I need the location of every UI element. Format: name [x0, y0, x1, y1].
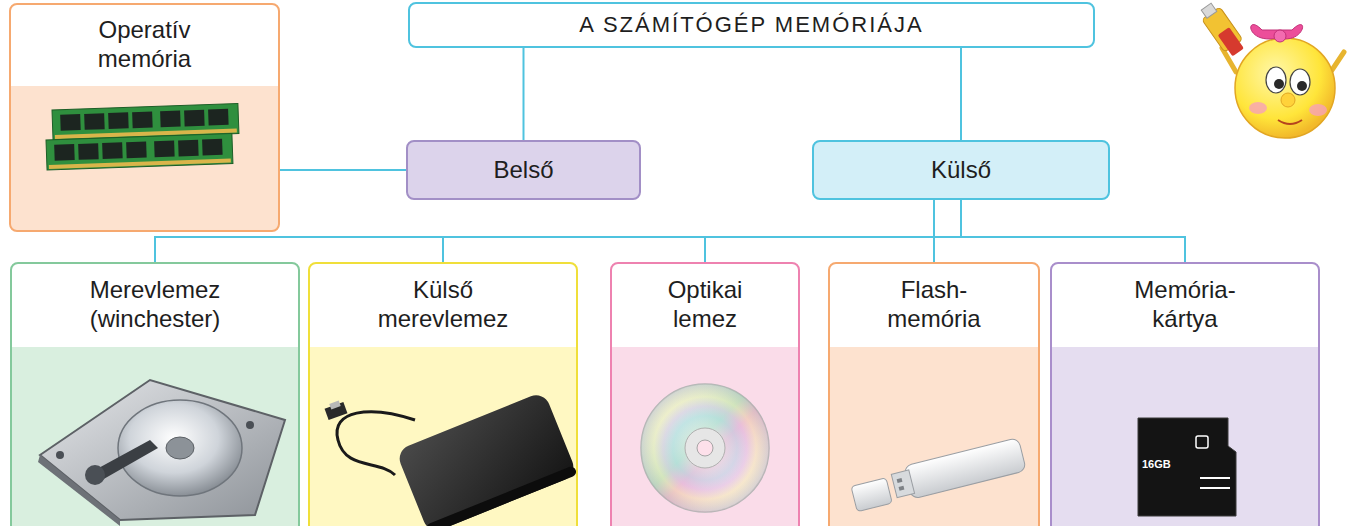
- diagram-title: A SZÁMÍTÓGÉP MEMÓRIÁJA: [579, 12, 923, 38]
- text-area: A SZÁMÍTÓGÉP MEMÓRIÁJA: [410, 4, 1093, 46]
- text-area: Merevlemez (winchester): [12, 264, 298, 345]
- memory-card-picture: [1138, 418, 1236, 516]
- capacity-label: 16GB: [1142, 458, 1171, 470]
- text-area: Külső merevlemez: [310, 264, 576, 345]
- text-area: Flash- memória: [830, 264, 1038, 345]
- text-area: Memória- kártya: [1052, 264, 1318, 345]
- category-box: Külső merevlemez: [308, 262, 578, 526]
- text-area: Optikai lemez: [612, 264, 798, 345]
- box-label: Operatív memória: [65, 16, 225, 74]
- hard-disk-picture: [38, 380, 285, 526]
- tree-connector: [443, 200, 961, 262]
- text-area: Külső: [814, 142, 1108, 198]
- tree-connector: [280, 169, 406, 171]
- category-box: Külső: [812, 140, 1110, 200]
- box-label: Külső: [931, 156, 991, 185]
- tree-connector: [933, 200, 935, 262]
- box-label: Flash- memória: [864, 276, 1004, 334]
- box-label: Merevlemez (winchester): [55, 276, 255, 334]
- heading-box: A SZÁMÍTÓGÉP MEMÓRIÁJA: [408, 2, 1095, 48]
- optical-disc-picture: [641, 384, 769, 512]
- box-label: Külső merevlemez: [363, 276, 523, 334]
- external-disk-picture: [325, 391, 578, 526]
- tree-connector: [960, 48, 962, 140]
- box-label: Optikai lemez: [645, 276, 765, 334]
- text-area: Operatív memória: [11, 5, 278, 84]
- category-box: Memória- kártya: [1050, 262, 1320, 526]
- flash-drive-picture: [849, 438, 1026, 513]
- box-label: Memória- kártya: [1110, 276, 1260, 334]
- tree-connector: [961, 200, 1185, 262]
- category-box: Merevlemez (winchester): [10, 262, 300, 526]
- box-label: Belső: [493, 156, 553, 185]
- category-box: Belső: [406, 140, 641, 200]
- category-box: Optikai lemez: [610, 262, 800, 526]
- mascot-figure: [1197, 0, 1344, 138]
- tree-connector: [523, 48, 525, 140]
- tree-connector: [705, 200, 961, 262]
- category-box: Operatív memória: [9, 3, 280, 232]
- text-area: Belső: [408, 142, 639, 198]
- ram-modules: [46, 104, 239, 170]
- category-box: Flash- memória: [828, 262, 1040, 526]
